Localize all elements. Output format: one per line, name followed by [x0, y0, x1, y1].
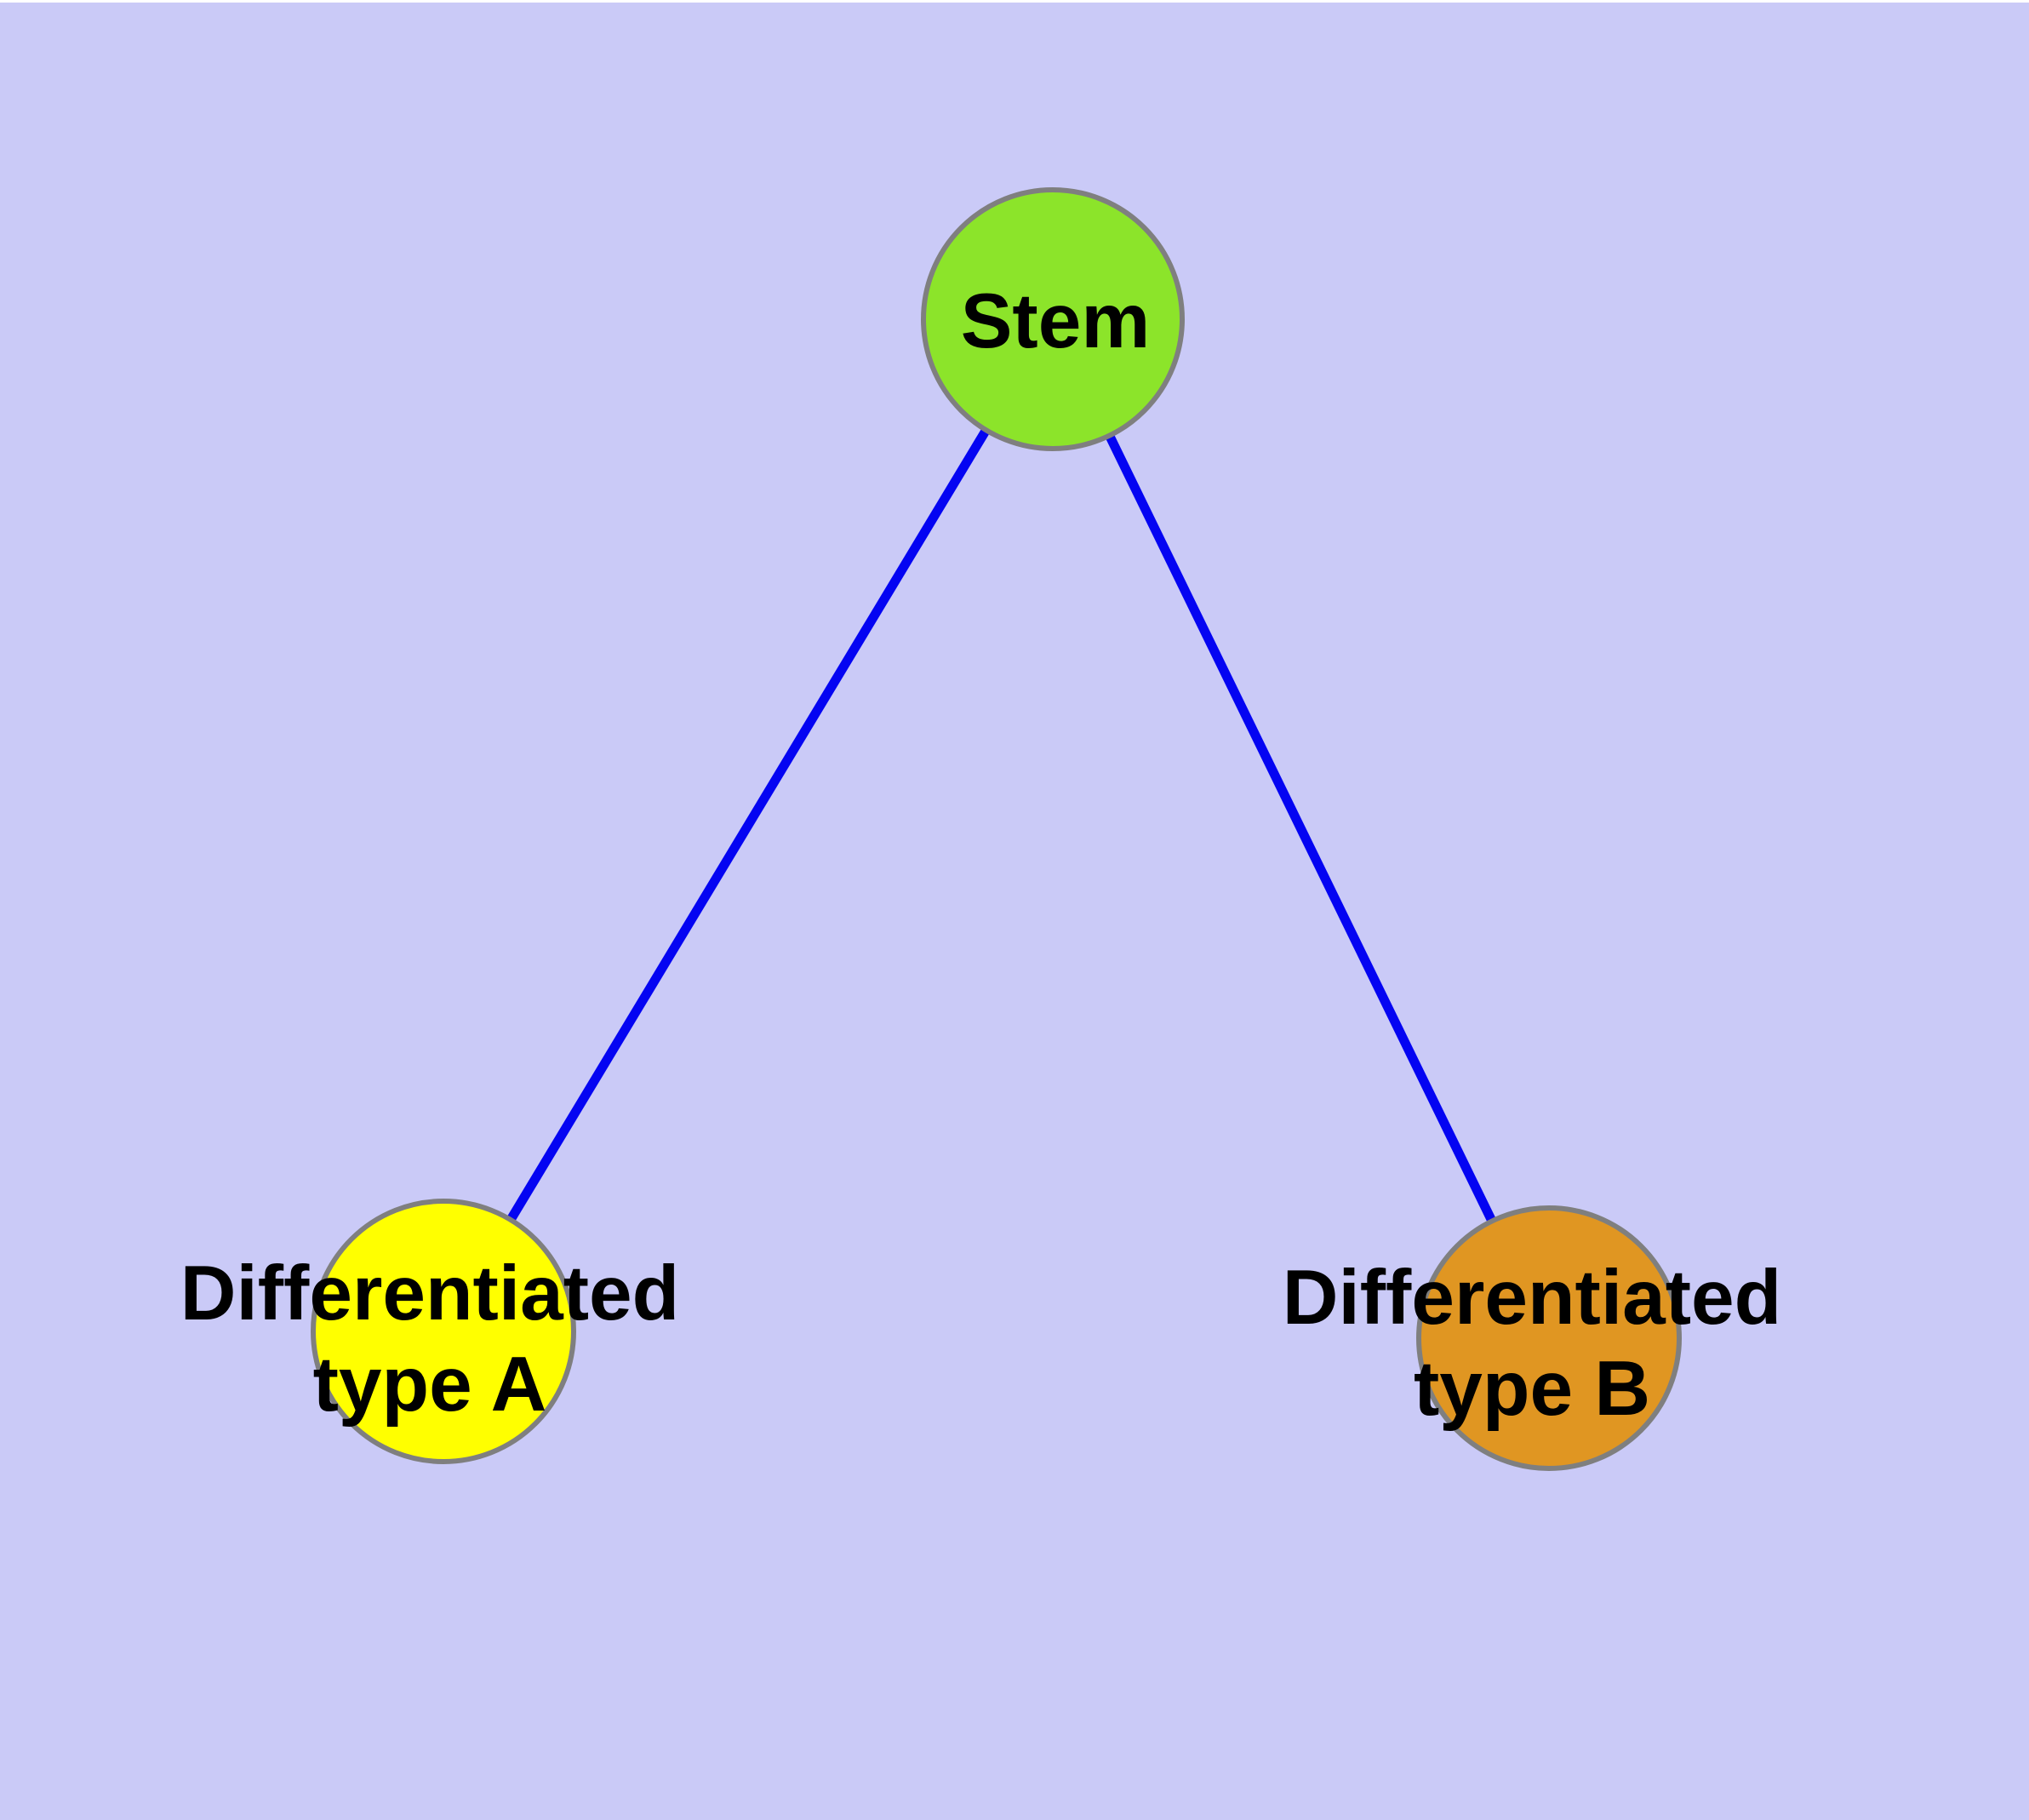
- node-differentiated-b-label-line-2: type B: [1414, 1346, 1650, 1432]
- edge-stem-to-differentiated-a: [439, 317, 1057, 1334]
- node-stem-circle: [921, 187, 1185, 451]
- node-stem-label: Stem: [961, 278, 1151, 364]
- node-differentiated-a-label-line-2: type A: [313, 1342, 547, 1428]
- node-differentiated-a-circle: [311, 1199, 576, 1464]
- edge-stem-to-differentiated-b: [1049, 317, 1553, 1341]
- node-differentiated-a-label-line-1: Differentiated: [180, 1251, 680, 1336]
- node-differentiated-b-label-line-1: Differentiated: [1283, 1255, 1782, 1341]
- node-differentiated-b-circle: [1416, 1205, 1682, 1471]
